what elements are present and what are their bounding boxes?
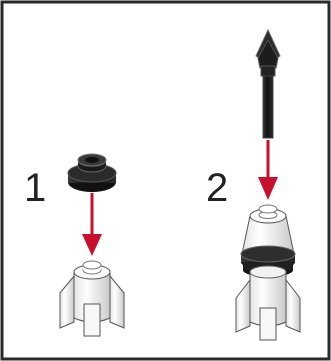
step-2-group xyxy=(236,30,300,340)
rocket-base-part-1 xyxy=(60,261,124,336)
round-plate-part xyxy=(68,154,116,192)
step-number-2: 2 xyxy=(206,168,228,208)
arrow-step-2 xyxy=(258,140,278,200)
rocket-base-part-2 xyxy=(236,205,300,340)
step-number-1: 1 xyxy=(24,168,46,208)
arrow-step-1 xyxy=(82,193,102,256)
antenna-rod-part xyxy=(256,30,280,138)
step-1-group xyxy=(60,154,124,336)
